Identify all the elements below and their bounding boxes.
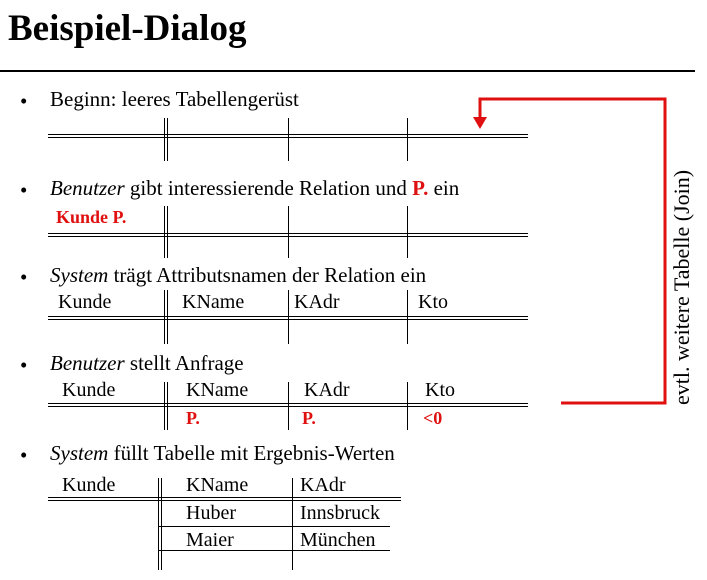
- step-2-label: gibt interessierende Relation und: [124, 176, 413, 200]
- bullet-marker: •: [20, 353, 28, 377]
- column-header: KAdr: [300, 474, 346, 496]
- column-divider: [288, 206, 289, 258]
- actor-label: System: [50, 441, 109, 465]
- join-arrow-line: [478, 97, 667, 405]
- column-divider: [161, 478, 162, 570]
- step-1-text: Beginn: leeres Tabellengerüst: [50, 89, 299, 110]
- title-underline: [0, 70, 695, 72]
- actor-label: System: [50, 263, 109, 287]
- query-cell-kto: <0: [423, 408, 443, 428]
- column-divider: [167, 382, 168, 430]
- step-5-label: füllt Tabelle mit Ergebnis-Werten: [108, 441, 395, 465]
- column-header: KName: [186, 379, 249, 401]
- column-header: KAdr: [294, 291, 340, 313]
- slide-title: Beispiel-Dialog: [8, 8, 247, 49]
- column-header: KName: [186, 474, 249, 496]
- column-divider: [164, 118, 165, 161]
- table-rule: [48, 500, 401, 501]
- column-header: KName: [182, 291, 245, 313]
- print-command: P.: [412, 176, 429, 200]
- column-divider: [288, 118, 289, 161]
- result-cell: Huber: [186, 502, 236, 524]
- column-divider: [407, 382, 408, 430]
- bullet-marker: •: [20, 89, 28, 113]
- step-2-text: Benutzer gibt interessierende Relation u…: [50, 178, 459, 199]
- query-cell-kname: P.: [186, 408, 200, 428]
- step-1-label: Beginn: leeres Tabellengerüst: [50, 87, 299, 111]
- actor-label: Benutzer: [50, 351, 125, 375]
- arrowhead-icon: [473, 117, 487, 129]
- bullet-marker: •: [20, 443, 28, 467]
- column-divider: [407, 290, 408, 344]
- column-divider: [164, 290, 165, 344]
- bullet-marker: •: [20, 265, 28, 289]
- step-3-label: trägt Attributsnamen der Relation ein: [108, 263, 427, 287]
- column-header: Kunde: [58, 291, 112, 313]
- column-divider: [288, 382, 289, 430]
- column-header: Kto: [418, 291, 448, 313]
- column-divider: [167, 118, 168, 161]
- column-header: Kunde: [62, 379, 116, 401]
- table-rule: [158, 526, 390, 527]
- relation-name-entry: Kunde P.: [56, 207, 127, 227]
- column-divider: [292, 478, 293, 570]
- column-header: Kunde: [62, 474, 116, 496]
- step-5-text: System füllt Tabelle mit Ergebnis-Werten: [50, 443, 395, 464]
- column-divider: [158, 478, 159, 570]
- result-cell: Maier: [186, 529, 234, 551]
- column-divider: [167, 290, 168, 344]
- column-divider: [407, 206, 408, 258]
- column-header: Kto: [425, 379, 455, 401]
- step-4-text: Benutzer stellt Anfrage: [50, 353, 244, 374]
- column-header: KAdr: [304, 379, 350, 401]
- join-side-note: evtl. weitere Tabelle (Join): [669, 169, 694, 405]
- step-2-tail: ein: [428, 176, 460, 200]
- table-rule: [158, 550, 390, 551]
- column-divider: [164, 206, 165, 258]
- result-cell: München: [300, 529, 376, 551]
- step-4-label: stellt Anfrage: [124, 351, 244, 375]
- actor-label: Benutzer: [50, 176, 125, 200]
- column-divider: [288, 290, 289, 344]
- query-cell-kadr: P.: [302, 408, 316, 428]
- table-rule: [48, 497, 401, 498]
- column-divider: [164, 382, 165, 430]
- step-3-text: System trägt Attributsnamen der Relation…: [50, 265, 426, 286]
- result-cell: Innsbruck: [300, 502, 380, 524]
- column-divider: [407, 118, 408, 161]
- bullet-marker: •: [20, 178, 28, 202]
- column-divider: [167, 206, 168, 258]
